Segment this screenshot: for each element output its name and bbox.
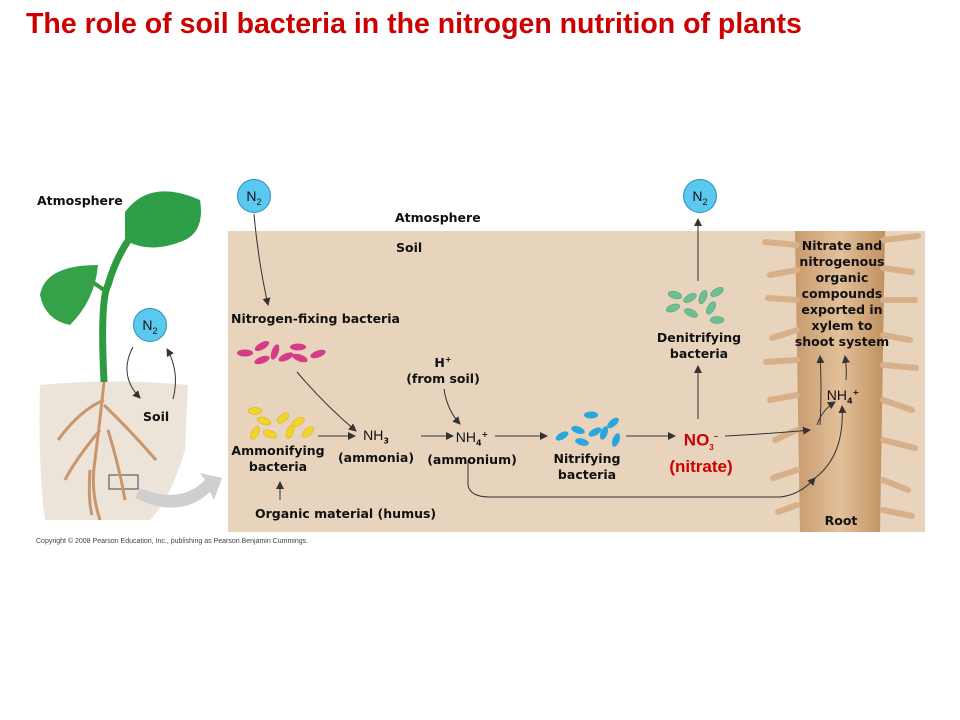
- exported-line: shoot system: [794, 334, 890, 349]
- ammonium-text: (ammonium): [427, 451, 517, 467]
- h-sup: +: [444, 355, 452, 364]
- panel-soil-label: Soil: [396, 240, 423, 255]
- nitrifying-line1: Nitrifying: [553, 451, 621, 466]
- panel-atmosphere-label: Atmosphere: [395, 210, 481, 225]
- nitrifying-bacteria-cells: [555, 411, 621, 447]
- no3-sub: 3: [709, 443, 714, 453]
- plant-arrow-down: [126, 346, 141, 399]
- nh4-text: NH: [826, 387, 847, 404]
- ammonium-label: NH4+ (ammonium): [427, 427, 517, 468]
- exported-line: exported in: [801, 302, 883, 317]
- ammonifying-line2: bacteria: [248, 459, 308, 474]
- root-label: Root: [824, 513, 858, 528]
- no3-sup: –: [713, 432, 719, 441]
- n2-label: N: [246, 188, 257, 204]
- no3-text: NO: [683, 430, 710, 450]
- denitrifying-line2: bacteria: [669, 346, 729, 361]
- nh3-text: NH: [363, 427, 384, 443]
- nitrogen-fixing-bacteria-cells: [237, 340, 326, 365]
- nh4-sup: +: [852, 388, 860, 397]
- copyright-notice: Copyright © 2008 Pearson Education, Inc.…: [36, 538, 309, 545]
- n2-label: N: [692, 188, 703, 204]
- h-text: H: [434, 355, 445, 371]
- root-illustration: [762, 231, 921, 532]
- nitrogen-fixing-label: Nitrogen-fixing bacteria: [231, 311, 400, 326]
- plant-illustration: [40, 191, 201, 521]
- n2-subscript: 2: [256, 196, 262, 207]
- nh3-sub: 3: [383, 436, 389, 446]
- denitrifying-bacteria-cells: [666, 287, 725, 324]
- n2-molecule-released: N2: [683, 179, 717, 213]
- nh4-sub: 4: [846, 396, 853, 406]
- ammonifying-line1: Ammonifying: [231, 443, 325, 458]
- root-ammonium-label: NH4+: [827, 385, 860, 410]
- exported-line: xylem to: [811, 318, 873, 333]
- ammonifying-bacteria-cells: [247, 407, 315, 440]
- nh4-sub: 4: [475, 438, 482, 448]
- n2-molecule-atmosphere: N2: [237, 179, 271, 213]
- plant-atmosphere-label: Atmosphere: [37, 193, 123, 208]
- exported-line: compounds: [801, 286, 883, 301]
- nh4-sup: +: [481, 430, 489, 439]
- from-soil-text: (from soil): [406, 371, 480, 387]
- n2-label: N: [142, 317, 153, 333]
- nitrate-text: (nitrate): [669, 457, 733, 477]
- h-plus-label: H+ (from soil): [406, 352, 480, 387]
- exported-line: Nitrate and: [801, 238, 883, 253]
- exported-line: nitrogenous: [799, 254, 885, 269]
- slide-title: The role of soil bacteria in the nitroge…: [26, 8, 802, 40]
- denitrifying-line1: Denitrifying: [656, 330, 742, 345]
- n2-subscript: 2: [152, 325, 158, 336]
- nitrate-label: NO3 – (nitrate): [669, 427, 732, 476]
- n2-molecule-plant: N2: [133, 308, 167, 342]
- organic-material-label: Organic material (humus): [255, 506, 437, 521]
- zoom-arrow: [135, 473, 222, 508]
- plant-arrow-up: [166, 348, 176, 400]
- exported-compounds-label: Nitrate and nitrogenous organic compound…: [795, 238, 889, 350]
- plant-soil-label: Soil: [143, 409, 170, 424]
- ammonia-label: NH3 (ammonia): [338, 427, 414, 466]
- n2-subscript: 2: [702, 196, 708, 207]
- nh4-text: NH: [455, 429, 476, 446]
- flow-arrows: [253, 213, 850, 500]
- exported-line: organic: [815, 270, 869, 285]
- nitrifying-line2: bacteria: [557, 467, 617, 482]
- ammonia-text: (ammonia): [337, 449, 415, 465]
